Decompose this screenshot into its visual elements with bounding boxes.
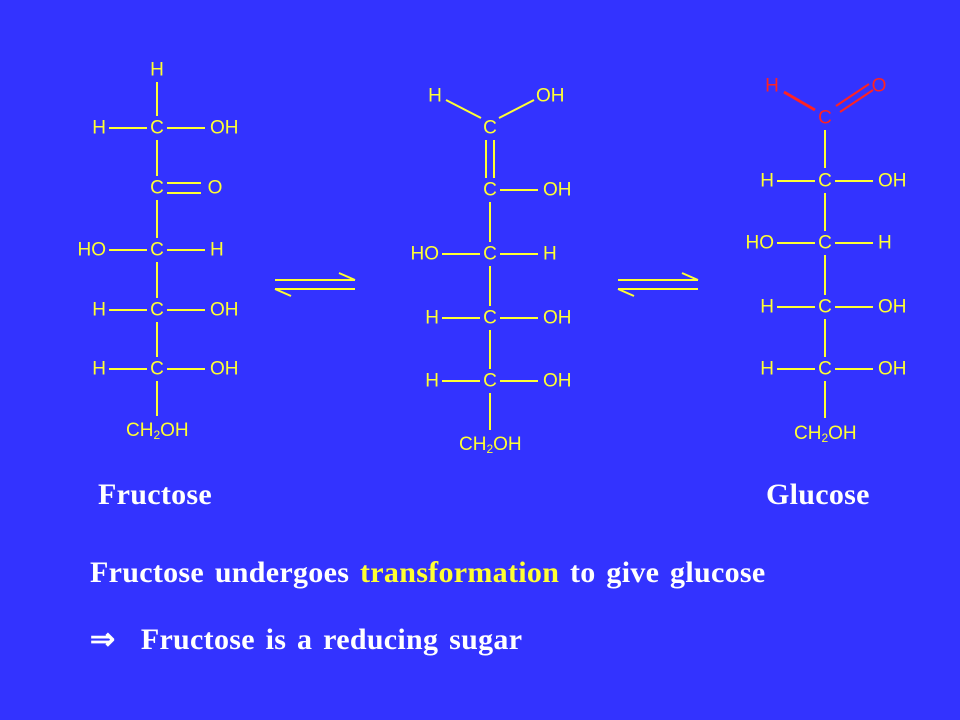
right-substituent: OH [543, 371, 572, 392]
conclusion-text: Fructose is a reducing sugar [140, 623, 523, 656]
ch2oh-label: CH2OH [459, 434, 522, 457]
carbon-atom: C [150, 300, 164, 321]
aldehyde-bond [783, 90, 816, 112]
right-substituent: H [878, 233, 892, 254]
aldehyde-carbon: C [818, 108, 832, 129]
right-substituent: OH [543, 180, 572, 201]
statement-part-1: Fructose undergoes [90, 556, 350, 589]
enol-carbon: C [483, 118, 497, 139]
fructose-label: Fructose [98, 478, 213, 511]
right-substituent: OH [210, 300, 239, 321]
carbon-atom: C [150, 240, 164, 261]
left-substituent: H [760, 297, 774, 318]
carbon-atom: C [483, 244, 497, 265]
aldehyde-hydrogen: H [765, 76, 779, 97]
left-substituent: H [760, 359, 774, 380]
bond-line [445, 99, 482, 119]
right-substituent: OH [210, 359, 239, 380]
left-substituent: H [425, 308, 439, 329]
ch2oh-label: CH2OH [126, 420, 189, 443]
implies-symbol: ⇒ [90, 623, 116, 656]
left-substituent: HO [411, 244, 440, 265]
right-substituent: OH [878, 171, 907, 192]
carbon-atom: C [150, 359, 164, 380]
left-substituent: H [760, 171, 774, 192]
right-substituent: OH [878, 359, 907, 380]
left-substituent: H [92, 300, 106, 321]
forward-arrow-head [681, 272, 699, 281]
enol-hydroxyl: OH [536, 86, 565, 107]
left-substituent: H [92, 359, 106, 380]
left-substituent: H [425, 371, 439, 392]
forward-arrow-head [338, 272, 356, 281]
carbonyl-carbon: C [150, 178, 164, 199]
reverse-arrow-head [274, 288, 292, 297]
carbon-atom: C [150, 118, 164, 139]
aldehyde-double-bond-1 [835, 83, 870, 107]
bond-line [498, 99, 535, 119]
right-substituent: H [543, 244, 557, 265]
carbon-atom: C [483, 180, 497, 201]
glucose-label: Glucose [766, 478, 870, 511]
left-substituent: HO [746, 233, 775, 254]
top-hydrogen: H [150, 60, 164, 81]
aldehyde-double-bond-2 [839, 89, 874, 113]
carbon-atom: C [818, 297, 832, 318]
statement-part-2: to give glucose [570, 556, 766, 589]
right-substituent: OH [210, 118, 239, 139]
ch2oh-label: CH2OH [794, 423, 857, 446]
left-substituent: HO [78, 240, 107, 261]
right-substituent: OH [878, 297, 907, 318]
transformation-statement: Fructose undergoes transformation to giv… [90, 556, 765, 590]
right-substituent: OH [543, 308, 572, 329]
conclusion-line: ⇒ Fructose is a reducing sugar [90, 622, 522, 657]
left-substituent: H [92, 118, 106, 139]
enol-hydrogen: H [428, 86, 442, 107]
right-substituent: H [210, 240, 224, 261]
bond-lines [109, 82, 874, 430]
carbon-atom: C [818, 359, 832, 380]
equilibrium-arrows [274, 272, 699, 297]
aldehyde-oxygen: O [872, 76, 887, 97]
carbon-atom: C [483, 371, 497, 392]
carbonyl-oxygen: O [208, 178, 223, 199]
carbon-atom: C [818, 233, 832, 254]
carbon-atom: C [818, 171, 832, 192]
carbon-atom: C [483, 308, 497, 329]
statement-highlight: transformation [360, 556, 560, 589]
reverse-arrow-head [617, 288, 635, 297]
